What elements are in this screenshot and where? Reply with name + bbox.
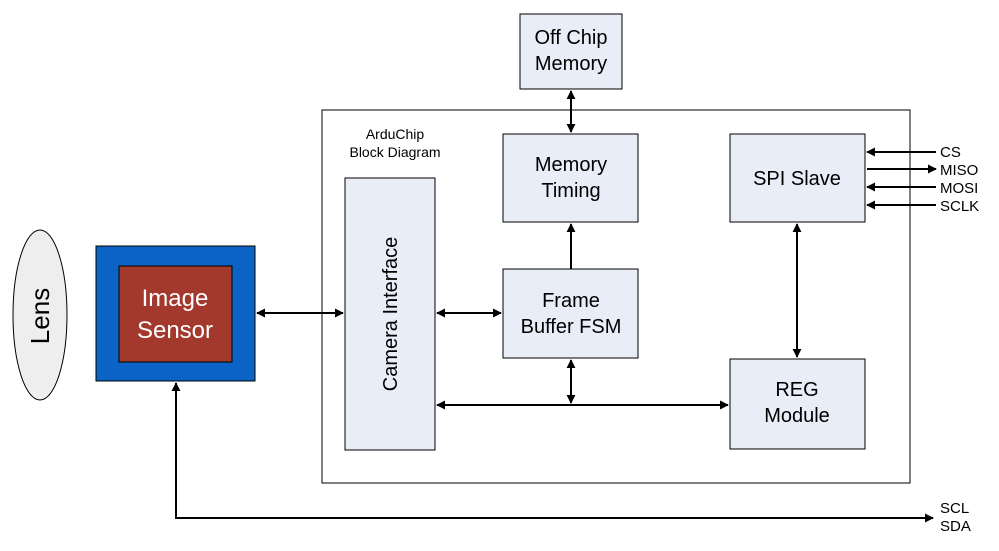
i2c-bus-arrow (171, 382, 934, 523)
signal-sclk: SCLK (940, 198, 979, 215)
image-sensor-label-2: Sensor (137, 317, 213, 344)
reg-module-label-2: Module (764, 405, 830, 427)
reg-module-label-1: REG (775, 379, 818, 401)
frame-buffer-fsm-label-2: Buffer FSM (521, 316, 622, 338)
off-chip-memory-label-2: Memory (535, 53, 607, 75)
signal-scl: SCL (940, 500, 969, 517)
lens-label: Lens (25, 288, 55, 344)
arduchip-title-1: ArduChip (366, 126, 425, 142)
spi-slave-label: SPI Slave (753, 168, 841, 190)
signal-cs: CS (940, 144, 961, 161)
reg-module-block (729, 358, 866, 450)
arduchip-title-2: Block Diagram (349, 144, 440, 160)
lens-shape (12, 229, 68, 401)
frame-buffer-fsm-label-1: Frame (542, 290, 600, 312)
memory-timing-block (502, 133, 639, 223)
image-sensor-inner (118, 265, 233, 363)
frame-buffer-fsm-block (502, 268, 639, 359)
image-sensor-label-1: Image (142, 285, 209, 312)
signal-mosi: MOSI (940, 180, 978, 197)
spi-slave-block (729, 133, 866, 223)
off-chip-memory-block (519, 13, 623, 90)
signal-sda: SDA (940, 518, 971, 535)
memory-timing-label-2: Timing (541, 180, 600, 202)
camera-interface-label: Camera Interface (380, 237, 402, 392)
off-chip-memory-label-1: Off Chip (535, 27, 608, 49)
memory-timing-label-1: Memory (535, 154, 607, 176)
signal-miso: MISO (940, 162, 978, 179)
